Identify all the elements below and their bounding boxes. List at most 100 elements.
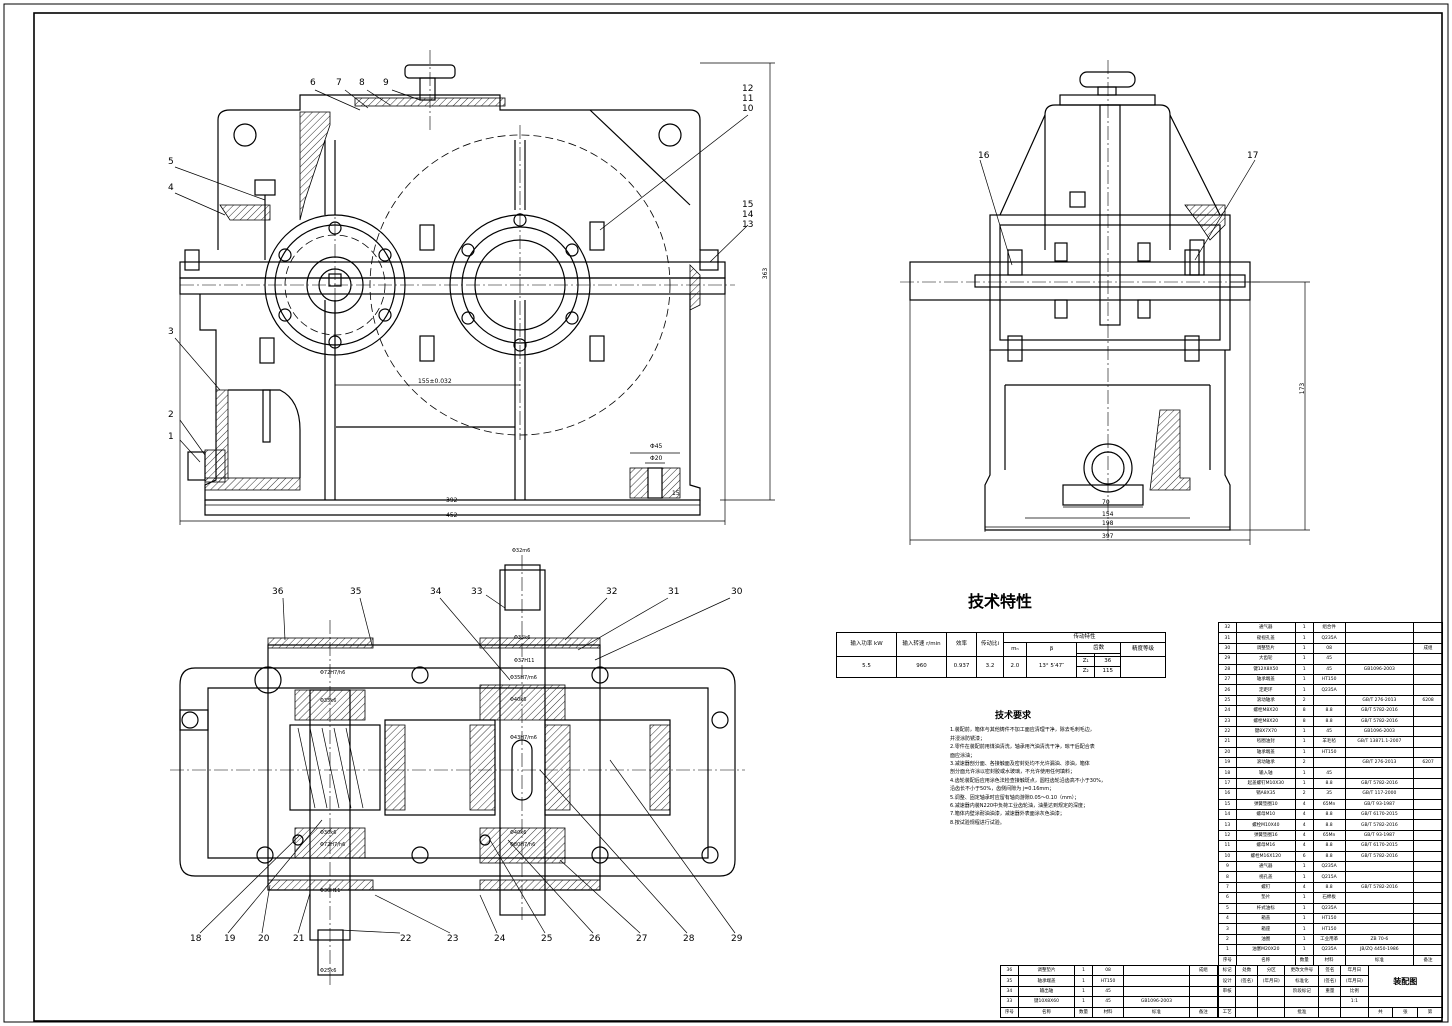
- parts-cell: 轴承端盖: [1235, 746, 1296, 759]
- tech-req-line: 7.箱体内壁涂耐油油漆，减速器外表面涂灰色油漆；: [950, 811, 1065, 818]
- parts-cell: 4: [1294, 798, 1314, 811]
- tb-r1c2: 处数: [1235, 964, 1259, 977]
- tb-r1c5: 签名: [1318, 964, 1342, 977]
- parts-cell: 杆式油标: [1235, 902, 1296, 914]
- label-23: 23: [447, 934, 459, 944]
- tech-req-line: 3.减速器剖分面、各接触面及密封处均不允许漏油、渗油，箱体: [950, 761, 1090, 768]
- tech-req-line: 8.按试验规程进行试验。: [950, 819, 1005, 826]
- parts-cell: 1: [1218, 944, 1237, 956]
- parts-cell: 10: [1218, 850, 1237, 863]
- hdr-beta: β: [1025, 642, 1078, 657]
- parts-cell: [1413, 881, 1443, 894]
- tech-req-line: 2.零件在装配前用煤油清洗，轴承用汽油清洗干净，晾干后配合表: [950, 744, 1095, 751]
- parts-cell: 2: [1294, 757, 1314, 769]
- hdr-ratio: 传动比i: [976, 632, 1004, 657]
- parts-cell: 1: [1294, 902, 1314, 914]
- parts-cell: 4: [1294, 881, 1314, 894]
- parts-cell: 1: [1294, 725, 1314, 738]
- parts-cell: [1413, 653, 1443, 665]
- parts-cell: [1413, 705, 1443, 717]
- dim-phi43: Φ43H7/m6: [510, 735, 537, 741]
- parts-cell: HT150: [1312, 912, 1346, 925]
- label-28: 28: [683, 934, 695, 944]
- parts-cell: [1413, 788, 1443, 800]
- parts-cell: GB/T 6170-2015: [1344, 840, 1415, 852]
- parts-cell: Q235A: [1312, 902, 1346, 914]
- parts-cell: 螺栓M8X20: [1235, 715, 1296, 727]
- label-22: 22: [400, 934, 412, 944]
- parts-cell: 21: [1218, 736, 1237, 748]
- parts-cell: 1: [1294, 621, 1314, 634]
- label-5: 5: [168, 157, 174, 167]
- dim-70: 70: [1102, 499, 1110, 506]
- parts-cell: 8.8: [1312, 705, 1346, 717]
- label-29: 29: [731, 934, 743, 944]
- label-12: 12: [742, 84, 754, 94]
- parts-cell: 石棉板: [1312, 892, 1346, 904]
- parts-header-cell: 材料: [1091, 1006, 1125, 1018]
- parts-header-cell: 数量: [1294, 954, 1314, 966]
- parts-cell: Q235A: [1312, 684, 1346, 696]
- parts-cell: 1: [1294, 663, 1314, 675]
- parts-cell: [1413, 684, 1443, 696]
- parts-cell: GB/T 117-2000: [1344, 788, 1415, 800]
- parts-cell: 调整垫片: [1235, 642, 1296, 655]
- label-34: 34: [430, 587, 442, 597]
- parts-cell: [1413, 840, 1443, 852]
- parts-cell: 8.8: [1312, 819, 1346, 831]
- parts-cell: [1413, 663, 1443, 675]
- parts-cell: 14: [1218, 809, 1237, 821]
- parts-cell: 键10X8X60: [1017, 996, 1076, 1008]
- hdr-grade: 精度等级: [1120, 642, 1166, 657]
- parts-cell: GB/T 276-2013: [1344, 757, 1415, 769]
- parts-cell: [1344, 684, 1415, 696]
- parts-cell: HT150: [1312, 673, 1346, 686]
- parts-cell: 8.8: [1312, 840, 1346, 852]
- parts-cell: 滚动轴承: [1235, 757, 1296, 769]
- parts-cell: 8: [1294, 715, 1314, 727]
- dim-phi20: Φ20: [650, 455, 663, 462]
- val-z1: Z₁: [1076, 655, 1096, 668]
- parts-cell: 1: [1294, 767, 1314, 779]
- tb-r1c3: 分区: [1257, 964, 1286, 977]
- label-16: 16: [978, 151, 990, 161]
- parts-cell: 13: [1218, 819, 1237, 831]
- parts-cell: 1: [1294, 892, 1314, 904]
- parts-cell: Q235A: [1312, 944, 1346, 956]
- parts-cell: 轴承端盖: [1235, 673, 1296, 686]
- label-19: 19: [224, 934, 236, 944]
- hdr-power: 输入功率 kW: [836, 632, 897, 657]
- tb-r3c1: 审核: [1217, 985, 1237, 998]
- parts-cell: [1413, 912, 1443, 925]
- label-36: 36: [272, 587, 284, 597]
- dim-phi80: Φ80H7/h6: [510, 842, 536, 848]
- parts-cell: 8.8: [1312, 881, 1346, 894]
- tb-r4c4: 批准: [1284, 1006, 1320, 1018]
- parts-cell: 28: [1218, 663, 1237, 675]
- parts-cell: 32: [1218, 621, 1237, 634]
- parts-cell: 25: [1218, 694, 1237, 707]
- parts-cell: 弹簧垫圈10: [1235, 798, 1296, 811]
- parts-cell: [1413, 829, 1443, 842]
- parts-cell: [1344, 746, 1415, 759]
- parts-cell: 45: [1312, 653, 1346, 665]
- tb-r2c4: 标准化: [1284, 975, 1320, 987]
- parts-cell: 2: [1294, 694, 1314, 707]
- label-1: 1: [168, 432, 174, 442]
- parts-cell: [1413, 944, 1443, 956]
- tb-r1c1: 标记: [1217, 964, 1237, 977]
- parts-cell: 成组: [1413, 642, 1443, 655]
- parts-header-cell: 标准: [1123, 1006, 1190, 1018]
